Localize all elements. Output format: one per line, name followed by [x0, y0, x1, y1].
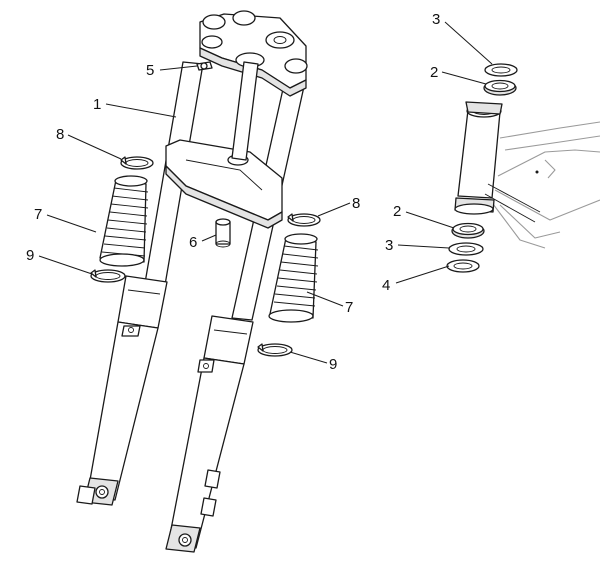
lower-steering-bearing — [451, 222, 485, 239]
lower-triple-clamp — [165, 139, 283, 229]
callout-4: 4 — [382, 277, 390, 294]
callout-1: 1 — [93, 96, 101, 113]
leader-lines — [38, 21, 493, 364]
callout-9-left: 9 — [26, 247, 34, 264]
lower-dust-seal — [448, 242, 484, 256]
frame-steering-head — [454, 101, 600, 249]
right-upper-circlip — [287, 213, 321, 227]
callout-8-right: 8 — [352, 195, 360, 212]
callout-6: 6 — [189, 234, 197, 251]
washer — [446, 259, 480, 273]
callout-7-right: 7 — [345, 299, 353, 316]
left-lower-circlip — [90, 269, 126, 283]
callout-8-left: 8 — [56, 126, 64, 143]
callout-9-right: 9 — [329, 356, 337, 373]
callout-2-upper: 2 — [430, 64, 438, 81]
callout-7-left: 7 — [34, 206, 42, 223]
callout-5: 5 — [146, 62, 154, 79]
left-fork-leg — [76, 61, 204, 506]
steering-stem — [231, 61, 259, 161]
callout-3-lower: 3 — [385, 237, 393, 254]
callout-2-lower: 2 — [393, 203, 401, 220]
left-dust-boot — [99, 175, 149, 267]
clamp-bolt — [196, 61, 213, 71]
spacer-tube — [215, 218, 231, 248]
upper-dust-seal — [484, 63, 518, 77]
left-upper-circlip — [120, 156, 154, 170]
right-dust-boot — [268, 233, 319, 323]
callout-3-upper: 3 — [432, 11, 440, 28]
right-lower-circlip — [257, 343, 293, 357]
upper-steering-bearing — [483, 79, 517, 96]
